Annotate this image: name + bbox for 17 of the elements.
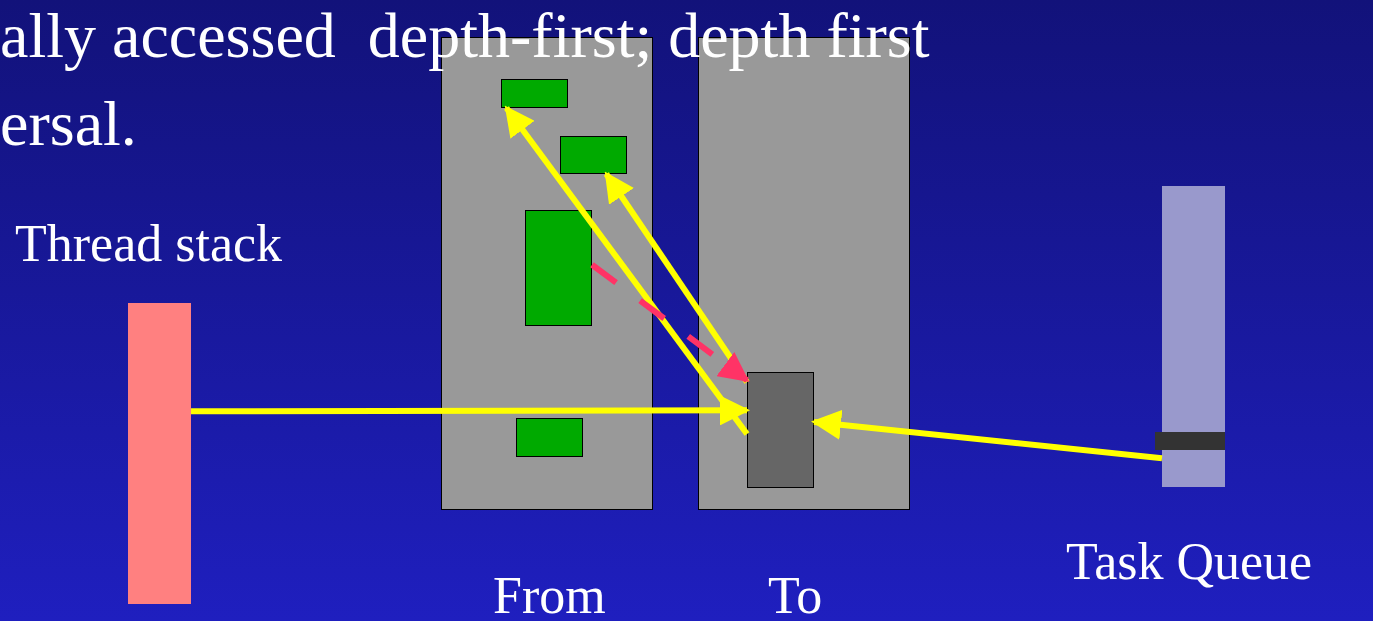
copied-object-box xyxy=(747,372,814,488)
object-box xyxy=(560,136,627,174)
slide-text: ersal. xyxy=(0,92,137,156)
node-caption: To xyxy=(768,570,823,621)
object-box xyxy=(516,418,583,457)
arrow xyxy=(811,409,1163,462)
arrow xyxy=(603,171,750,384)
object-box xyxy=(501,79,568,108)
object-box xyxy=(525,210,592,326)
node-caption: Thread stack xyxy=(15,218,283,270)
arrow xyxy=(590,262,750,383)
task-queue-bar xyxy=(1162,186,1225,487)
arrow xyxy=(504,105,750,436)
thread-stack-bar xyxy=(128,303,191,604)
arrow xyxy=(191,395,750,426)
node-caption: Task Queue xyxy=(1066,536,1313,588)
node-caption: From xyxy=(493,570,606,621)
